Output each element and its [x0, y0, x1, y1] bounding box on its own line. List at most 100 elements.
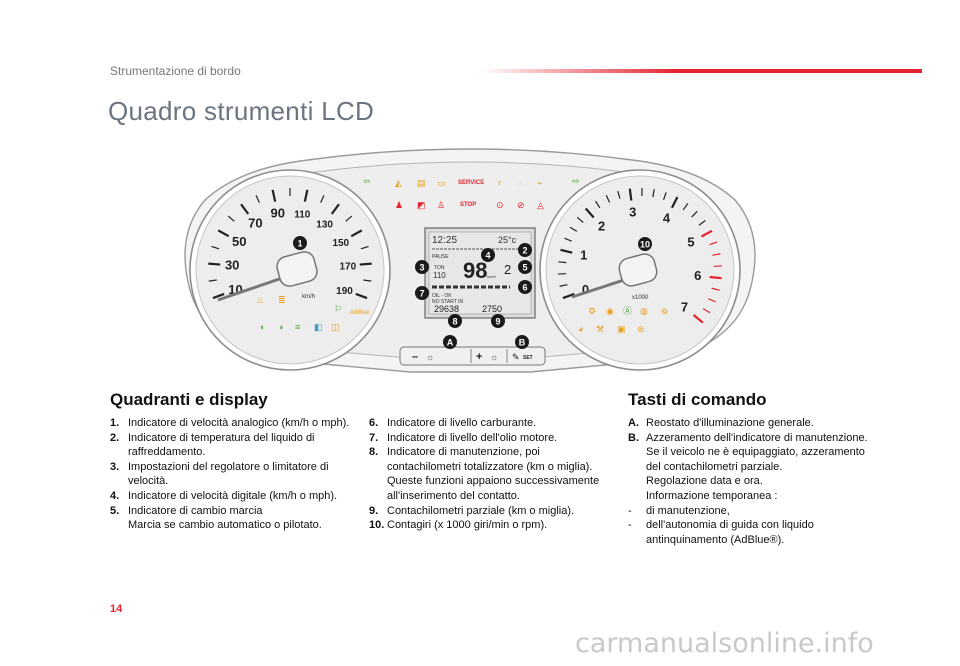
list-item: B.Azzeramento dell'indicatore di manuten… [628, 431, 872, 446]
gauge-tick [670, 196, 679, 209]
list-item-text: Se il veicolo ne è equipaggiato, azzeram… [646, 446, 865, 473]
list-item-text: Indicatore di velocità digitale (km/h o … [128, 489, 338, 502]
list-item-text: Reostato d'illuminazione generale. [646, 417, 814, 429]
battery-icon: ▣ [617, 324, 626, 334]
callout-badge [481, 248, 495, 262]
list-item-number: 1. [110, 417, 120, 429]
list-col3: A. Reostato d'illuminazione generale. B.Az… [628, 416, 872, 547]
gauge-tick [240, 203, 250, 215]
plus-label: + [476, 351, 482, 363]
section-title-displays: Quadranti e display [110, 390, 268, 409]
list-item-number: A. [628, 417, 639, 429]
gauge-tick [584, 207, 595, 219]
list-item-text: Indicatore di livello dell'olio motore. [387, 431, 558, 444]
list-item-number: - [628, 519, 632, 532]
lcd-time: 12:25 [432, 235, 457, 246]
list-item: A. Reostato d'illuminazione generale. [628, 416, 872, 431]
lcd-start-status: NO START IN [432, 299, 464, 305]
driver-icon: ◕ [578, 324, 583, 334]
callout-badge [638, 237, 652, 251]
lcd-temp: 25°c [498, 235, 517, 245]
steering-icon: ⊜ [637, 324, 645, 334]
gauge-tick [350, 229, 363, 238]
rheostat-button [399, 346, 546, 366]
callout-label: 8 [452, 317, 457, 327]
list-item-text: Indicatore di livello carburante. [387, 417, 537, 429]
callout-badge [518, 280, 532, 294]
list-item-text: Indicatore di velocità analogico (km/h o… [128, 417, 350, 429]
callout-badge [415, 286, 429, 300]
callout-badge [518, 260, 532, 274]
section-title-controls: Tasti di comando [628, 390, 767, 409]
callout-label: B [519, 338, 526, 348]
gauge-number: 30 [225, 258, 239, 273]
seatbelt-warning-icon: ♟ [395, 200, 403, 210]
list-item-number: 7. [369, 431, 379, 444]
gauge-tick [691, 210, 698, 218]
list-item-number: 6. [369, 417, 379, 429]
list-item-text: Indicatore di cambio marcia [128, 504, 263, 517]
right-indicator-icon: ⇨ [572, 176, 580, 186]
callout-badge [515, 335, 529, 349]
gauge-tick [330, 203, 340, 215]
gauge-number: 3 [629, 204, 636, 219]
list-item-number: 9. [369, 504, 379, 517]
gauge-number: 50 [232, 234, 246, 249]
gauge-number: 130 [316, 219, 333, 230]
callout-label: 5 [522, 263, 527, 273]
callout-label: 7 [419, 289, 424, 299]
gauge-tick [628, 188, 633, 201]
callout-label: 3 [419, 263, 424, 273]
gauge-tick [692, 314, 704, 324]
drl-icon: ≡ [295, 322, 300, 332]
gauge-tick [363, 279, 372, 282]
gauge-number: 6 [694, 268, 701, 283]
gauge-tick [562, 292, 575, 300]
gauge-number: 170 [339, 262, 356, 273]
list-item: 5.Indicatore di cambio marcia [110, 504, 350, 519]
gauge-tick [217, 229, 230, 238]
battery-warning-icon: ▭ [437, 178, 446, 188]
gauge-number: 7 [681, 299, 688, 314]
oil-level-icon: ⌁ [537, 178, 542, 188]
engine-icon: ⚙ [588, 306, 596, 316]
gauge-tick [208, 262, 221, 266]
gauge-tick [605, 195, 611, 203]
gauge-tick [360, 245, 369, 250]
gauge-tick [576, 216, 584, 223]
list-item-text: Azzeramento dell'indicatore di manutenzi… [646, 431, 868, 444]
top-warning-strip: ⇦ ◭ ▤ ▭ SERVICE ♆ ◌ ⌁ ⇨ ♟ ◩ ♙ STOP ⊙ ⊘ ◬ [363, 176, 580, 210]
lcd-speed-unit: km/h [487, 274, 496, 279]
list-item: 10.Contagiri (x 1000 giri/min o rpm). [369, 518, 609, 533]
list-item-number: 8. [369, 446, 379, 459]
gauge-tick [617, 190, 621, 199]
gauge-tick [255, 195, 260, 203]
list-item-number [110, 518, 128, 533]
tacho-hub [618, 253, 658, 287]
list-item-number [628, 489, 646, 504]
passenger-icon: ♙ [437, 200, 445, 210]
list-item-text: di manutenzione, [646, 504, 730, 517]
lcd-odometer: 29638 [434, 304, 459, 314]
list-item: 1. Indicatore di velocità analogico (km/h… [110, 416, 350, 431]
gauge-tick [709, 241, 718, 246]
lcd-trip: 2750 [482, 304, 502, 314]
gauge-tick [320, 195, 325, 203]
coolant-icon: ♆ [496, 178, 503, 188]
tacho-unit: x1000 [632, 295, 649, 301]
airbag-icon: ◍ [640, 306, 648, 316]
wheel-icon: ◌ [517, 178, 522, 188]
lcd-pause: PAUSE [432, 254, 449, 260]
gauge-number: 0 [582, 282, 589, 297]
list-item: 6. Indicatore di livello carburante. [369, 416, 609, 431]
callout-label: 9 [495, 317, 500, 327]
gauge-tick [345, 215, 353, 222]
fog-light-icon: ≣ [278, 295, 286, 305]
gauge-number: 2 [598, 219, 605, 234]
gauge-tick [709, 275, 722, 280]
gauge-number: 110 [294, 209, 311, 220]
list-item-number: 4. [110, 489, 120, 502]
left-indicator-icon: ⇦ [363, 176, 371, 186]
list-item-text: Impostazioni del regolatore o limitatore… [128, 460, 329, 488]
